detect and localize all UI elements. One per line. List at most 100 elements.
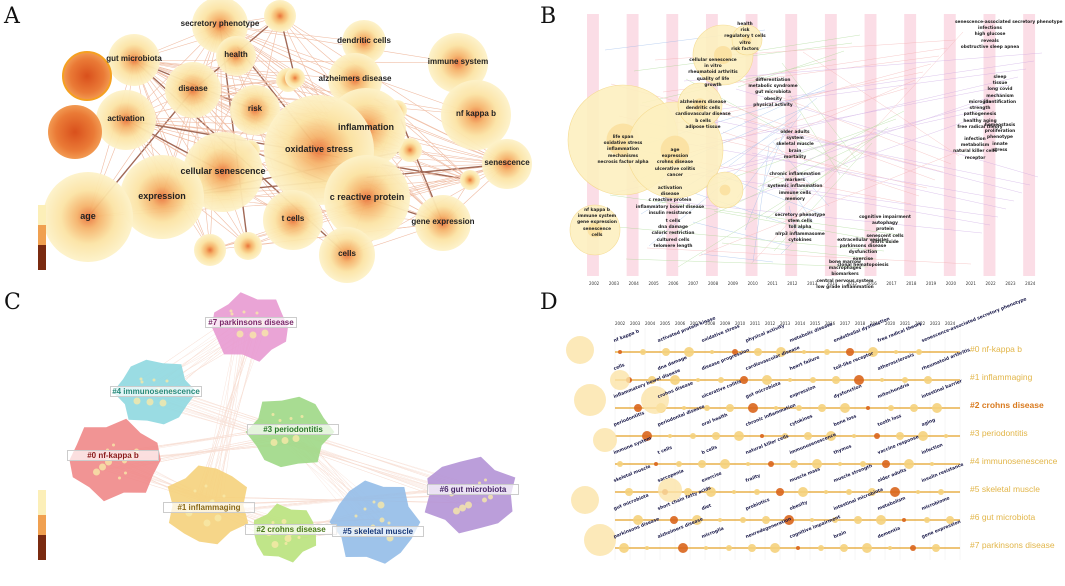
year-tick-b: 2017 [886, 281, 897, 286]
timeline-node-d [860, 461, 866, 467]
timeline-node-d [796, 546, 800, 550]
keyword-b: biomarkers [831, 272, 859, 278]
keyword-b: receptor [964, 155, 986, 161]
timeline-node-d [704, 405, 710, 411]
cluster-label-c: #1 inflammaging [163, 502, 255, 513]
node-c [292, 435, 300, 442]
timeline-node-d [902, 518, 906, 522]
year-tick-d: 2007 [690, 321, 701, 326]
keyword-b: risk [740, 28, 750, 34]
cluster-label-c: #6 gut microbiota [427, 484, 519, 495]
timeline-node-d [868, 488, 876, 496]
node-c [284, 535, 292, 542]
timeline-node-d [740, 517, 746, 523]
keyword-b: systemic inflammation [767, 184, 823, 190]
year-tick-d: 2017 [840, 321, 851, 326]
node-a-6 [165, 62, 221, 118]
keyword-b: b cells [695, 118, 711, 124]
keyword-b: telomere length [653, 243, 693, 249]
node-a-7 [441, 80, 511, 150]
timeline-node-d [670, 516, 678, 524]
timeline-node-d [904, 459, 914, 469]
node-a-minor [285, 68, 305, 88]
timeline-node-d [706, 487, 716, 497]
bubble-d [571, 486, 599, 514]
year-tick-b: 2013 [807, 281, 818, 286]
keyword-b: mortality [783, 154, 807, 160]
timeline-node-d [812, 459, 822, 469]
keyword-b: regulatory t cells [724, 34, 766, 40]
timeline-node-d [804, 432, 812, 440]
node-c [478, 481, 481, 485]
node-c [271, 541, 279, 548]
keyword-b: proliferation [984, 129, 1016, 135]
node-a-minor [264, 0, 296, 32]
keyword-b: dysfunction [848, 250, 878, 256]
node-c [242, 310, 246, 314]
timeline-node-d [776, 347, 786, 357]
bubble-d [610, 370, 630, 390]
keyword-b: nlrp3 inflammasome [775, 231, 825, 237]
node-a-2 [342, 20, 386, 64]
keyword-b: parkinsons disease [839, 244, 887, 250]
timeline-node-d [910, 545, 916, 551]
keyword-b: natural killer cells [953, 149, 997, 155]
keyword-b: cultured cells [656, 237, 690, 243]
keyword-b: free radical theory [957, 124, 1003, 130]
node-c [159, 399, 167, 407]
keyword-b: infection [964, 137, 986, 142]
timeline-node-d [818, 545, 824, 551]
keyword-b: expression [661, 154, 689, 160]
timeline-node-d [690, 433, 696, 439]
panel-c-color-legend [38, 490, 46, 560]
node-a-minor [460, 170, 480, 190]
keyword-b: cancer [666, 172, 684, 178]
timeline-node-d [896, 432, 904, 440]
timeline-node-d [944, 434, 948, 438]
keyword-b: system [786, 136, 804, 142]
keyword-b: autophagy [872, 221, 898, 227]
keyword-b: secretory phenotype [774, 213, 826, 218]
node-c [93, 468, 100, 476]
timeline-node-d [866, 406, 870, 410]
timeline-node-d [645, 546, 649, 550]
node-c [278, 419, 282, 422]
timeline-node-d [854, 375, 864, 385]
keyword-b: metabolic syndrome [748, 84, 798, 90]
keyword-b: immune system [577, 214, 617, 220]
keyword-b: ulcerative colitis [654, 166, 696, 172]
timeline-node-d [619, 543, 629, 553]
timeline-node-d [704, 546, 708, 550]
cluster-legend-d: #2 crohns disease [970, 400, 1044, 410]
timeline-node-d [874, 433, 880, 439]
keyword-b: differentiation [755, 78, 791, 83]
node-c [165, 379, 169, 383]
year-tick-d: 2024 [945, 321, 956, 326]
circle-b-core [693, 98, 707, 112]
timeline-node-d [932, 403, 942, 413]
keyword-b: mechanisms [607, 153, 639, 159]
timeline-node-d [782, 433, 788, 439]
timeline-node-d [798, 487, 808, 497]
keyword-b: toll alpha [788, 225, 812, 231]
keyword-b: reveals [981, 38, 999, 44]
panel-c-svg [38, 292, 516, 564]
keyword-b: caloric restriction [651, 231, 695, 237]
keyword-b: obesity [764, 96, 782, 102]
node-label-a: oxidative stress [284, 144, 354, 154]
circle-b-core [714, 46, 732, 64]
timeline-node-d [676, 461, 682, 467]
keyword-b: tissue [992, 81, 1008, 87]
year-tick-d: 2022 [915, 321, 926, 326]
node-c [261, 329, 269, 337]
keyword-b: chronic inflammation [769, 172, 821, 177]
circle-b-core [587, 222, 603, 238]
year-tick-d: 2008 [705, 321, 716, 326]
keyword-b: obstructive sleep apnea [960, 44, 1020, 50]
cluster-label-c: #7 parkinsons disease [205, 317, 297, 328]
bubble-d [584, 524, 616, 556]
year-tick-b: 2006 [668, 281, 679, 286]
node-c [281, 437, 289, 444]
cluster-label-c: #0 nf-kappa b [67, 450, 159, 461]
